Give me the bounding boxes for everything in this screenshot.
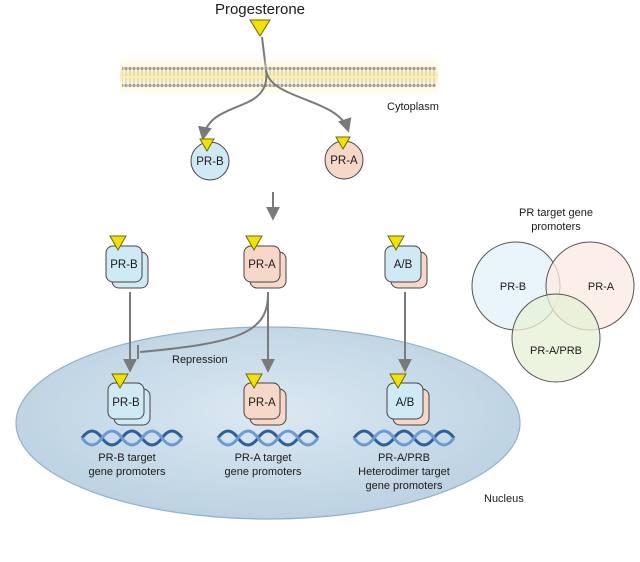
dimer-ab: A/B	[384, 235, 428, 289]
ligand-icon	[245, 373, 263, 390]
venn-label-pr-ab: PR-A/PRB	[530, 345, 582, 357]
caption-pr-b-line1: PR-B target	[98, 452, 155, 464]
label-repression: Repression	[172, 354, 228, 366]
dimer-pr-a-label: PR-A	[248, 259, 276, 271]
ligand-icon	[199, 138, 215, 152]
caption-pr-b-line2: gene promoters	[88, 466, 166, 478]
nuclear-dimer-pr-a: PR-A	[243, 373, 287, 426]
venn-label-pr-a: PR-A	[588, 281, 615, 293]
caption-het-line3: gene promoters	[365, 480, 443, 492]
nuclear-dimer-pr-b: PR-B	[107, 373, 151, 426]
ligand-icon	[387, 235, 405, 252]
progesterone-ligand-icon	[249, 19, 271, 37]
nuclear-dimer-pr-b-label: PR-B	[112, 397, 140, 409]
cytoplasmic-pr-a: PR-A	[324, 136, 364, 180]
path-to-pr-a	[265, 69, 352, 133]
nuclear-dimer-ab-label: A/B	[396, 397, 415, 409]
nuclear-dimer-pr-a-label: PR-A	[248, 397, 276, 409]
venn-set-pr-ab	[511, 293, 601, 383]
caption-pr-a-line2: gene promoters	[224, 466, 302, 478]
dimer-pr-a: PR-A	[243, 235, 287, 289]
venn-label-pr-b: PR-B	[500, 281, 526, 293]
nuclear-dimer-ab: A/B	[386, 373, 430, 426]
cytoplasmic-pr-a-label: PR-A	[330, 155, 358, 167]
dna-helix-pr-a	[216, 429, 320, 447]
dimer-pr-b-label: PR-B	[110, 259, 138, 271]
cytoplasmic-pr-b-label: PR-B	[196, 156, 224, 168]
dimer-ab-label: A/B	[394, 259, 413, 271]
cell-membrane	[122, 66, 436, 88]
caption-het-line1: PR-A/PRB	[378, 452, 430, 464]
ligand-icon	[245, 235, 263, 252]
cytoplasmic-pr-b: PR-B	[190, 138, 230, 181]
dimer-pr-b: PR-B	[105, 235, 149, 289]
path-to-pr-b	[198, 69, 268, 141]
venn-title-line2: promoters	[531, 221, 581, 233]
venn-title-line1: PR target gene	[519, 207, 593, 219]
caption-pr-a-line1: PR-A target	[235, 452, 292, 464]
label-nucleus: Nucleus	[484, 493, 524, 505]
venn-diagram: PR-B PR-A PR-A/PRB	[471, 241, 635, 383]
dna-helix-pr-b	[80, 429, 184, 447]
dna-helix-heterodimer	[352, 429, 456, 447]
repression-line	[139, 293, 269, 353]
label-cytoplasm: Cytoplasm	[387, 101, 439, 113]
ligand-icon	[389, 373, 407, 390]
caption-het-line2: Heterodimer target	[358, 466, 450, 478]
ligand-icon	[109, 235, 127, 252]
title-progesterone: Progesterone	[215, 1, 305, 18]
ligand-icon	[335, 136, 351, 150]
ligand-icon	[111, 373, 129, 390]
